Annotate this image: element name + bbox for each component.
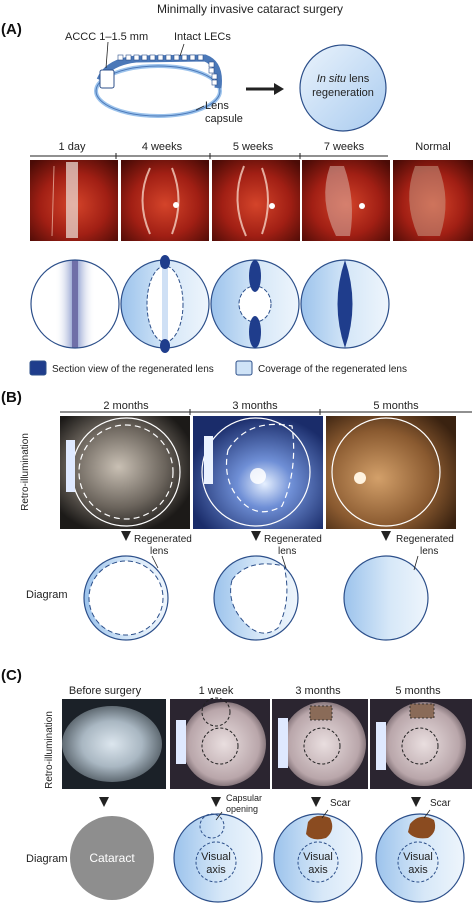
c-timepoint-3-months: 3 months	[295, 685, 341, 697]
accc-opening	[99, 69, 115, 89]
figure-title: Minimally invasive cataract surgery	[157, 2, 343, 16]
b-timepoint-2-months: 2 months	[103, 400, 149, 412]
lec-cell	[197, 54, 204, 61]
c-pointer-2	[211, 797, 221, 807]
b-pointer-1	[121, 531, 131, 541]
c-photo-5-months	[370, 699, 472, 789]
c-pointer-1	[99, 797, 109, 807]
b-regen-label-1a: Regenerated	[134, 534, 192, 545]
b-regen-label-3a: Regenerated	[396, 534, 454, 545]
c-photo-before	[62, 699, 166, 789]
timepoint-1-day: 1 day	[59, 141, 86, 153]
diagram-7-weeks	[300, 259, 390, 349]
b-photo-3-months	[193, 416, 323, 529]
c-scar-label-1: Scar	[330, 798, 351, 809]
c-visual-2b: axis	[308, 864, 328, 876]
c-row-label-diagram: Diagram	[26, 853, 68, 865]
photo-normal	[393, 160, 473, 241]
b-regen-label-2b: lens	[278, 546, 296, 557]
lec-cell	[211, 73, 218, 80]
c-visual-1b: axis	[206, 864, 226, 876]
c-timepoint-1-week: 1 week	[199, 685, 234, 697]
c-visual-3a: Visual	[403, 851, 433, 863]
legend-coverage-label: Coverage of the regenerated lens	[258, 364, 407, 375]
c-diagram-1-week: Visual axis	[173, 811, 263, 903]
regeneration-label-2: regeneration	[312, 87, 374, 99]
lec-cell	[141, 54, 148, 61]
lec-cell	[117, 54, 124, 61]
b-pointer-3	[381, 531, 391, 541]
diagram-4-weeks	[120, 255, 210, 353]
c-scar-label-2: Scar	[430, 798, 451, 809]
lec-cell	[211, 79, 218, 86]
photo-7-weeks	[302, 160, 390, 241]
diagram-1-day	[30, 259, 120, 349]
c-row-label-retro: Retro-illumination	[44, 711, 55, 789]
photo-4-weeks	[121, 160, 209, 241]
c-photo-3-months	[272, 699, 368, 789]
b-diagram-2-months	[83, 555, 169, 641]
b-row-label-retro: Retro-illumination	[20, 433, 31, 511]
c-visual-1a: Visual	[201, 851, 231, 863]
c-capsular-label-1: Capsular	[226, 793, 262, 803]
c-visual-3b: axis	[408, 864, 428, 876]
b-regen-label-2a: Regenerated	[264, 534, 322, 545]
c-timepoint-before: Before surgery	[69, 685, 142, 697]
timepoint-7-weeks: 7 weeks	[324, 141, 365, 153]
c-cataract-label: Cataract	[89, 851, 135, 865]
lec-cell	[125, 54, 132, 61]
lec-cell	[157, 54, 164, 61]
b-regen-label-1b: lens	[150, 546, 168, 557]
b-photo-5-months	[326, 416, 456, 529]
lec-label: Intact LECs	[174, 31, 231, 43]
timepoint-4-weeks: 4 weeks	[142, 141, 183, 153]
b-photo-2-months	[60, 416, 190, 529]
photo-5-weeks	[212, 160, 300, 241]
lec-cell	[173, 54, 180, 61]
b-regen-label-3b: lens	[420, 546, 438, 557]
capsule-schematic	[94, 54, 222, 118]
c-pointer-4	[411, 797, 421, 807]
photo-1-day	[30, 160, 118, 241]
legend-section-view-label: Section view of the regenerated lens	[52, 364, 214, 375]
c-timepoint-5-months: 5 months	[395, 685, 441, 697]
lec-cell	[165, 54, 172, 61]
legend-coverage: Coverage of the regenerated lens	[235, 360, 407, 376]
regeneration-circle	[299, 44, 387, 132]
b-timepoint-3-months: 3 months	[232, 400, 278, 412]
regeneration-label-1: In situ lens	[317, 73, 370, 85]
b-diagram-5-months	[343, 555, 429, 641]
c-diagram-3-months: Visual axis	[273, 809, 363, 903]
accc-label: ACCC 1–1.5 mm	[65, 31, 148, 43]
legend-section-view: Section view of the regenerated lens	[29, 360, 214, 376]
b-timepoint-5-months: 5 months	[373, 400, 419, 412]
diagram-5-weeks	[210, 259, 300, 349]
c-diagram-5-months: Visual axis	[375, 809, 465, 903]
panel-a-letter: (A)	[1, 21, 22, 38]
c-capsular-label-2: opening	[226, 804, 258, 814]
panel-b-letter: (B)	[1, 389, 22, 406]
lec-cell	[208, 67, 215, 74]
lec-cell	[181, 54, 188, 61]
lec-cell	[189, 54, 196, 61]
lec-cell	[149, 54, 156, 61]
b-diagram-3-months	[213, 555, 299, 641]
b-pointer-2	[251, 531, 261, 541]
b-row-label-diagram: Diagram	[26, 589, 68, 601]
c-photo-1-week	[170, 697, 270, 789]
arrow-right-icon	[246, 83, 284, 95]
lens-capsule-label-2: capsule	[205, 113, 243, 125]
c-pointer-3	[311, 797, 321, 807]
timepoint-normal: Normal	[415, 141, 450, 153]
c-diagram-cataract: Cataract	[70, 816, 154, 900]
panel-c-letter: (C)	[1, 667, 22, 684]
lec-cell	[208, 61, 215, 68]
c-visual-2a: Visual	[303, 851, 333, 863]
lens-capsule-label-1: Lens	[205, 100, 229, 112]
lec-cell	[133, 54, 140, 61]
timepoint-5-weeks: 5 weeks	[233, 141, 274, 153]
